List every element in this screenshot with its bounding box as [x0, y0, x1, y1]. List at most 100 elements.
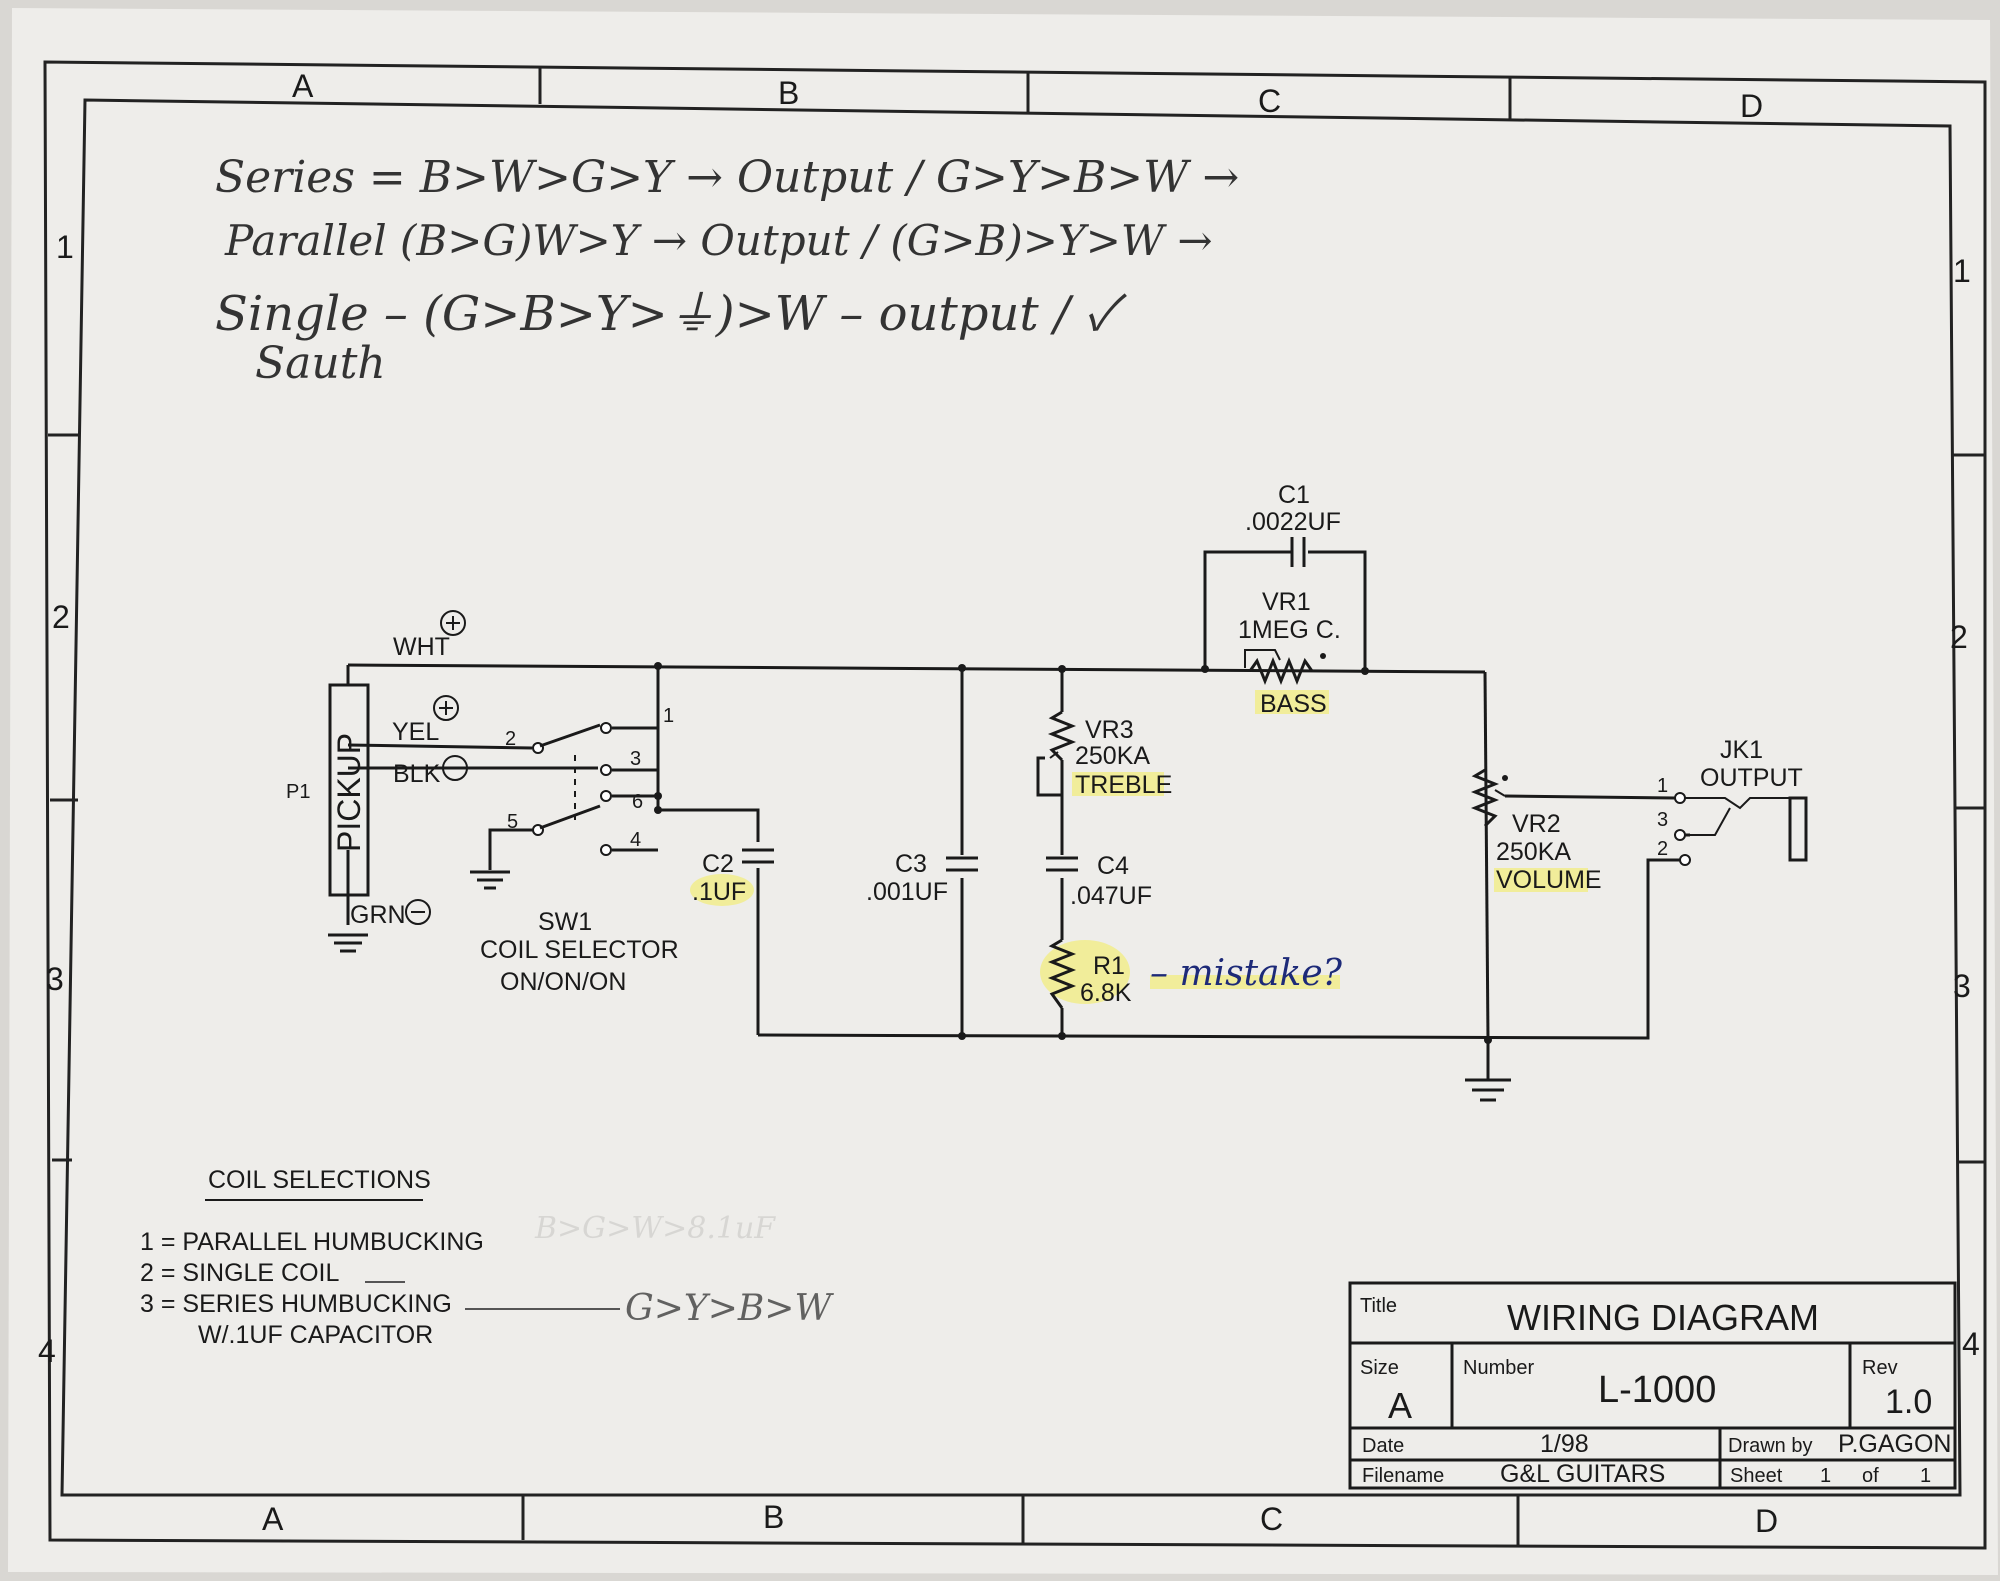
title-block: Title WIRING DIAGRAM Size A Number L-100…	[1348, 1281, 1957, 1490]
vr3-name: TREBLE	[1075, 771, 1172, 799]
coil-selections-legend: COIL SELECTIONS 1 = PARALLEL HUMBUCKING …	[140, 1166, 484, 1349]
handwritten-series: Series = B>W>G>Y → Output / G>Y>B>W →	[215, 152, 1239, 203]
grid-row-1-right: 1	[1953, 253, 1971, 289]
sheet-value: 1	[1820, 1465, 1831, 1487]
paper	[8, 8, 1998, 1575]
c1-ref: C1	[1278, 481, 1310, 509]
c4-value: .047UF	[1070, 882, 1152, 910]
coil-selection-3-note: W/.1UF CAPACITOR	[198, 1321, 433, 1349]
sheet-label: Sheet	[1730, 1465, 1783, 1487]
jack-pin-2: 2	[1657, 838, 1668, 860]
r1-ref: R1	[1093, 952, 1125, 980]
vr2-name: VOLUME	[1496, 866, 1602, 894]
junction-dots	[654, 662, 1492, 1044]
grid-row-4-right: 4	[1962, 1326, 1980, 1362]
capacitor-c3: C3 .001UF	[866, 850, 978, 906]
polarity-marks	[405, 610, 468, 925]
rev-label: Rev	[1862, 1357, 1898, 1379]
sw1-name: COIL SELECTOR	[480, 936, 679, 964]
title-label: Title	[1360, 1295, 1397, 1317]
title-value: WIRING DIAGRAM	[1507, 1297, 1819, 1338]
c3-ref: C3	[895, 850, 927, 878]
filename-value: G&L GUITARS	[1500, 1460, 1665, 1488]
outer-frame	[43, 60, 1987, 1550]
jack-jk1: 1 3 2 JK1 OUTPUT	[1657, 736, 1808, 866]
top-column-dividers	[538, 66, 1512, 119]
pickup-label: PICKUP	[331, 733, 367, 852]
coil-selections-title: COIL SELECTIONS	[208, 1166, 431, 1194]
grid-col-c-top: C	[1258, 83, 1281, 119]
grid-col-a-bottom: A	[262, 1501, 284, 1537]
sw-pin-2: 2	[505, 728, 516, 750]
bottom-column-dividers	[521, 1495, 1520, 1546]
wire-blk-label: BLK	[393, 760, 441, 788]
switch-ground-icon	[470, 870, 510, 890]
grid-col-b-top: B	[778, 75, 799, 111]
coil-selection-3: 3 = SERIES HUMBUCKING	[140, 1290, 452, 1318]
grid-row-2-right: 2	[1950, 619, 1968, 655]
switch-sw1: 2 1 3 6 5 4 SW1 COIL SELECTOR ON/ON/ON	[480, 705, 679, 996]
vr3-highlight	[1072, 772, 1164, 796]
circuit-wires	[346, 550, 1690, 1080]
vr1-name: BASS	[1260, 690, 1327, 718]
sw1-ref: SW1	[538, 908, 592, 936]
jk1-name: OUTPUT	[1700, 764, 1803, 792]
grid-row-2-left: 2	[52, 599, 70, 635]
handwritten-single-sub: Sauth	[255, 338, 386, 389]
sw-pin-6: 6	[632, 791, 643, 813]
sw-pin-1: 1	[663, 705, 674, 727]
date-value: 1/98	[1540, 1430, 1589, 1458]
mistake-highlight	[1150, 975, 1340, 989]
drawn-by-label: Drawn by	[1728, 1435, 1812, 1457]
jack-pin-1: 1	[1657, 775, 1668, 797]
grid-col-a-top: A	[292, 68, 314, 104]
c2-ref: C2	[702, 850, 734, 878]
jk1-ref: JK1	[1720, 736, 1763, 764]
coil-selection-1: 1 = PARALLEL HUMBUCKING	[140, 1228, 484, 1256]
c2-highlight	[690, 874, 754, 906]
main-ground-icon	[1465, 1078, 1511, 1102]
inner-frame	[60, 98, 1962, 1497]
size-value: A	[1388, 1385, 1412, 1426]
vr2-ref: VR2	[1512, 810, 1561, 838]
c3-value: .001UF	[866, 878, 948, 906]
grid-col-d-top: D	[1740, 88, 1763, 124]
grid-col-b-bottom: B	[763, 1499, 784, 1535]
filename-label: Filename	[1362, 1465, 1444, 1487]
handwritten-coil1-note: B>G>W>8.1uF	[534, 1211, 776, 1246]
sw-pin-5: 5	[507, 811, 518, 833]
pickup-ground-icon	[328, 933, 368, 953]
number-label: Number	[1463, 1357, 1534, 1379]
handwritten-parallel: Parallel (B>G)W>Y → Output / (G>B)>Y>W →	[224, 216, 1213, 265]
row-dividers	[48, 433, 1985, 1164]
vr1-value: 1MEG C.	[1238, 616, 1341, 644]
potentiometer-vr3: VR3 250KA TREBLE	[1047, 710, 1172, 799]
vr3-ref: VR3	[1085, 716, 1134, 744]
pickup-p1: PICKUP P1	[286, 683, 370, 897]
potentiometer-vr1: VR1 1MEG C. BASS	[1238, 588, 1341, 718]
r1-value: 6.8K	[1080, 979, 1132, 1007]
jack-pin-3: 3	[1657, 809, 1668, 831]
capacitor-c1: C1 .0022UF	[1245, 481, 1341, 567]
size-label: Size	[1360, 1357, 1399, 1379]
number-value: L-1000	[1598, 1369, 1716, 1411]
c2-value: .1UF	[692, 878, 746, 906]
grid-row-4-left: 4	[38, 1333, 56, 1369]
vr2-value: 250KA	[1496, 838, 1571, 866]
grid-row-1-left: 1	[56, 229, 74, 265]
p1-ref: P1	[286, 781, 310, 803]
handwritten-coil3-note: G>Y>B>W	[625, 1288, 834, 1329]
rev-value: 1.0	[1885, 1383, 1932, 1421]
of-label: of	[1862, 1465, 1879, 1487]
handwritten-mistake: – mistake?	[1150, 953, 1343, 994]
grid-col-c-bottom: C	[1260, 1501, 1283, 1537]
wire-yel-label: YEL	[392, 718, 439, 746]
drawn-by-value: P.GAGON	[1838, 1430, 1951, 1458]
capacitor-c2: C2 .1UF	[690, 848, 774, 906]
grid-row-3-left: 3	[46, 961, 64, 997]
vr2-highlight	[1494, 868, 1588, 892]
c1-value: .0022UF	[1245, 508, 1341, 536]
vr1-ref: VR1	[1262, 588, 1311, 616]
of-value: 1	[1920, 1465, 1931, 1487]
